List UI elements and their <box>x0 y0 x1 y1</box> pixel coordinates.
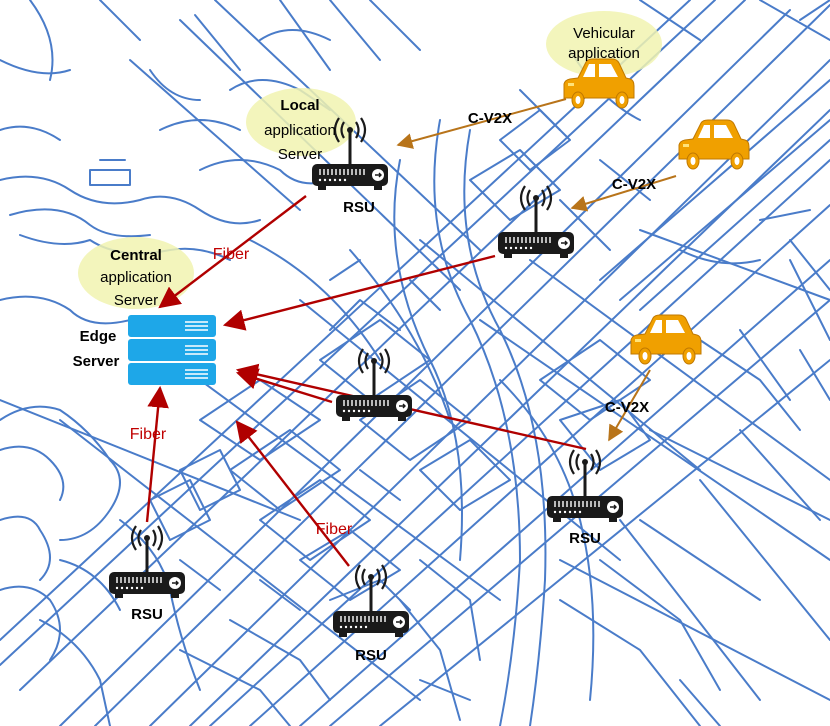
local-server-label-3: Server <box>278 146 322 163</box>
fiber-label: Fiber <box>213 246 250 263</box>
rsu-label: RSU <box>355 647 387 664</box>
fiber-label: Fiber <box>130 426 167 443</box>
rsu-label: RSU <box>343 199 375 216</box>
cv2x-link-1 <box>396 98 567 149</box>
local-server-halo <box>246 88 356 156</box>
local-server-label-1: Local <box>280 97 319 114</box>
car-icon <box>630 314 702 365</box>
fiber-link-rsu-2 <box>222 254 496 331</box>
central-server-label-2: application <box>100 269 172 286</box>
car-icon <box>678 119 750 170</box>
fiber-link-rsu-west <box>145 385 169 523</box>
vehicular-app-label-1: Vehicular <box>573 25 635 42</box>
rsu-router-icon <box>496 184 576 260</box>
local-server-label-2: application <box>264 122 336 139</box>
cv2x-label: C-V2X <box>612 176 656 193</box>
rsu-label: RSU <box>131 606 163 623</box>
edge-server-label-2: Server <box>73 353 120 370</box>
vehicular-app-label-2: application <box>568 45 640 62</box>
cv2x-label: C-V2X <box>605 399 649 416</box>
edge-server-label-1: Edge <box>80 328 117 345</box>
rsu-router-icon <box>331 563 411 639</box>
central-server-label-1: Central <box>110 247 162 264</box>
rsu-label: RSU <box>569 530 601 547</box>
fiber-link-local-rsu <box>158 195 307 309</box>
rsu-router-icon <box>334 347 414 423</box>
cv2x-label: C-V2X <box>468 110 512 127</box>
rsu-router-icon <box>107 524 187 600</box>
central-server-label-3: Server <box>114 292 158 309</box>
cv2x-links <box>396 98 677 442</box>
fiber-link-rsu-south <box>235 420 350 567</box>
edge-server-icon <box>128 315 216 385</box>
fiber-label: Fiber <box>316 521 353 538</box>
cv2x-link-2 <box>570 175 677 212</box>
vehicular-app-halo <box>546 11 662 77</box>
cv2x-link-3 <box>608 369 651 442</box>
